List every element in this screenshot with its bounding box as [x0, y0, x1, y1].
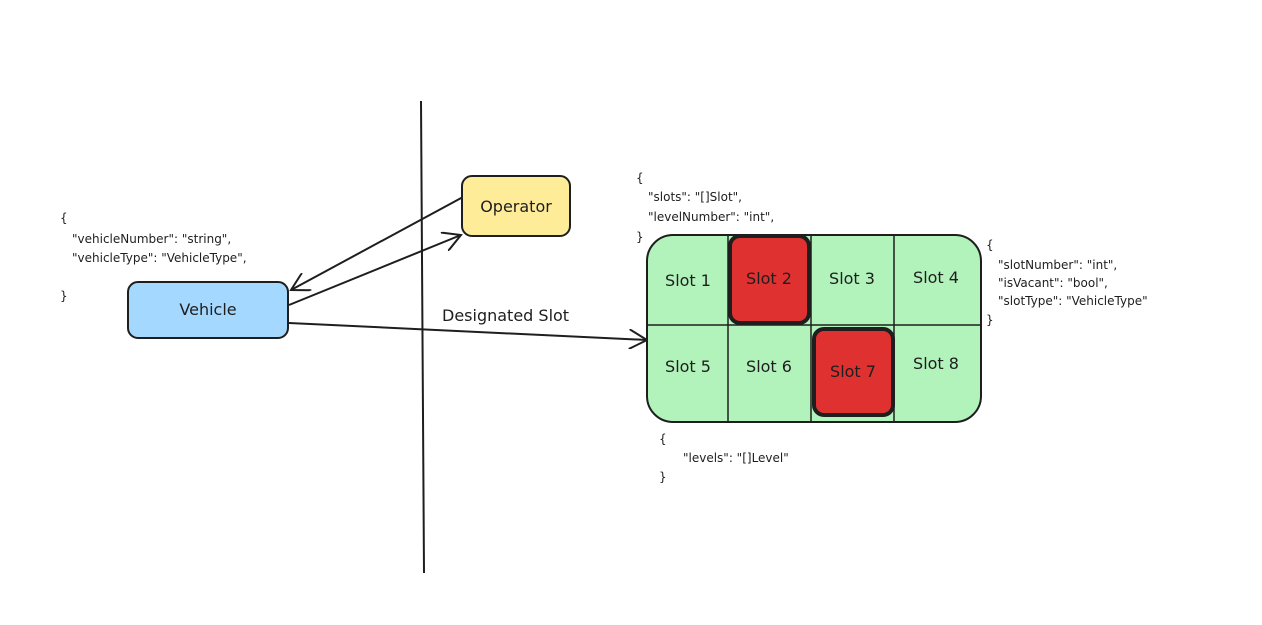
code-line: {	[60, 211, 68, 225]
level-grid: Slot 1 Slot 2 Slot 3 Slot 4 Slot 5 Slot …	[646, 234, 982, 423]
slot-cell[interactable]: Slot 8	[913, 354, 959, 373]
code-line: "slots": "[]Slot",	[648, 190, 742, 204]
code-line: "levelNumber": "int",	[648, 210, 774, 224]
code-line: }	[636, 230, 644, 244]
code-line: {	[636, 171, 644, 185]
slot-2-occupied-box	[728, 234, 811, 325]
level-schema-code: { "slots": "[]Slot", "levelNumber": "int…	[636, 171, 774, 244]
slot-7-occupied-box	[812, 327, 895, 417]
vehicle-node-label: Vehicle	[179, 300, 236, 319]
vehicle-schema-code: { "vehicleNumber": "string", "vehicleTyp…	[60, 211, 247, 303]
code-line: "slotNumber": "int",	[998, 258, 1117, 272]
edge-label-designated-slot: Designated Slot	[442, 306, 569, 325]
vehicle-node-box	[127, 281, 289, 339]
code-line: "vehicleNumber": "string",	[72, 232, 231, 246]
code-line: "vehicleType": "VehicleType",	[72, 251, 247, 265]
code-line: "slotType": "VehicleType"	[998, 294, 1148, 308]
slot-cell[interactable]: Slot 1	[665, 271, 711, 290]
slot-cell[interactable]: Slot 6	[746, 357, 792, 376]
code-line: }	[659, 470, 667, 484]
code-line: "levels": "[]Level"	[683, 451, 789, 465]
code-line: {	[659, 432, 667, 446]
parking-lot-schema-code: { "levels": "[]Level" }	[659, 432, 789, 484]
slot-cell[interactable]: Slot 2	[746, 269, 792, 288]
slot-cell[interactable]: Slot 3	[829, 269, 875, 288]
operator-node-box	[461, 175, 571, 237]
edge-vehicle-to-slot	[288, 322, 647, 340]
code-line: }	[986, 313, 994, 327]
divider-line	[420, 100, 425, 574]
edge-vehicle-to-operator	[288, 235, 461, 306]
vehicle-node[interactable]: Vehicle	[127, 281, 289, 339]
edge-operator-to-vehicle	[291, 196, 464, 290]
code-line: }	[60, 289, 68, 303]
slot-cell[interactable]: Slot 5	[665, 357, 711, 376]
code-line: {	[986, 238, 994, 252]
slot-cell[interactable]: Slot 4	[913, 268, 959, 287]
operator-node[interactable]: Operator	[461, 175, 571, 237]
code-line: "isVacant": "bool",	[998, 276, 1108, 290]
slot-cell[interactable]: Slot 7	[830, 362, 876, 381]
operator-node-label: Operator	[480, 197, 552, 216]
slot-schema-code: { "slotNumber": "int", "isVacant": "bool…	[986, 238, 1148, 327]
